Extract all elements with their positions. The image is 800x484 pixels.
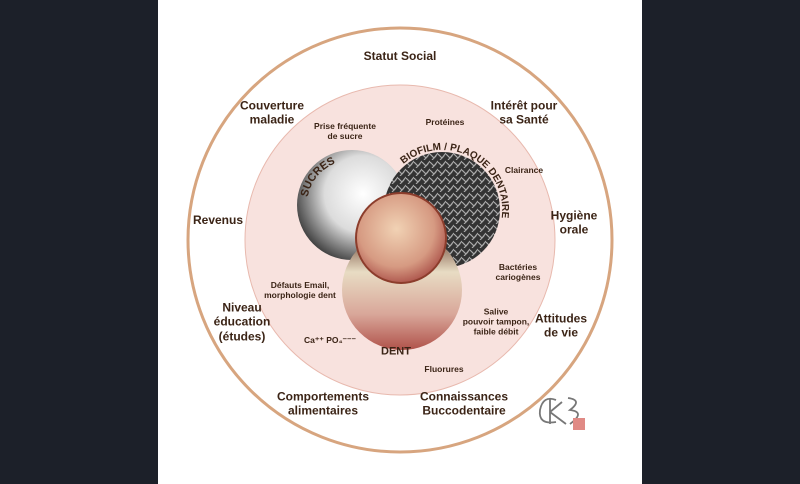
label-ca-po4: Ca⁺⁺ PO₄⁻⁻⁻ [304, 334, 356, 345]
label-clairance: Clairance [504, 164, 544, 175]
label-hygiene-orale: Hygiène orale [550, 208, 598, 237]
label-proteines: Protéines [425, 116, 465, 127]
label-couverture-maladie: Couverture maladie [239, 98, 305, 127]
label-revenus: Revenus [192, 212, 244, 227]
label-statut-social: Statut Social [363, 48, 437, 63]
label-attitudes-vie: Attitudes de vie [535, 311, 587, 340]
label-bacteries: Bactéries cariogènes [495, 261, 541, 282]
label-prise-sucre: Prise fréquente de sucre [314, 120, 376, 141]
signature-logo [538, 397, 585, 430]
label-fluorures: Fluorures [424, 363, 464, 374]
label-niveau-education: Niveau éducation (études) [213, 300, 271, 344]
label-interet-sante: Intérêt pour sa Santé [490, 98, 558, 127]
label-salive: Salive pouvoir tampon, faible débit [462, 306, 530, 338]
diagram-graphics: SUCRES BIOFILM / PLAQUE DENTAIRE [186, 26, 614, 454]
label-connaissances-buccodentaire: Connaissances Buccodentaire [419, 389, 509, 418]
label-defauts-email: Défauts Email, morphologie dent [264, 279, 336, 300]
label-dent: DENT [381, 345, 411, 358]
tooth-circle [355, 192, 447, 284]
diagram-panel: SUCRES BIOFILM / PLAQUE DENTAIRE Statut … [158, 0, 642, 484]
label-comportements-alimentaires: Comportements alimentaires [276, 389, 370, 418]
